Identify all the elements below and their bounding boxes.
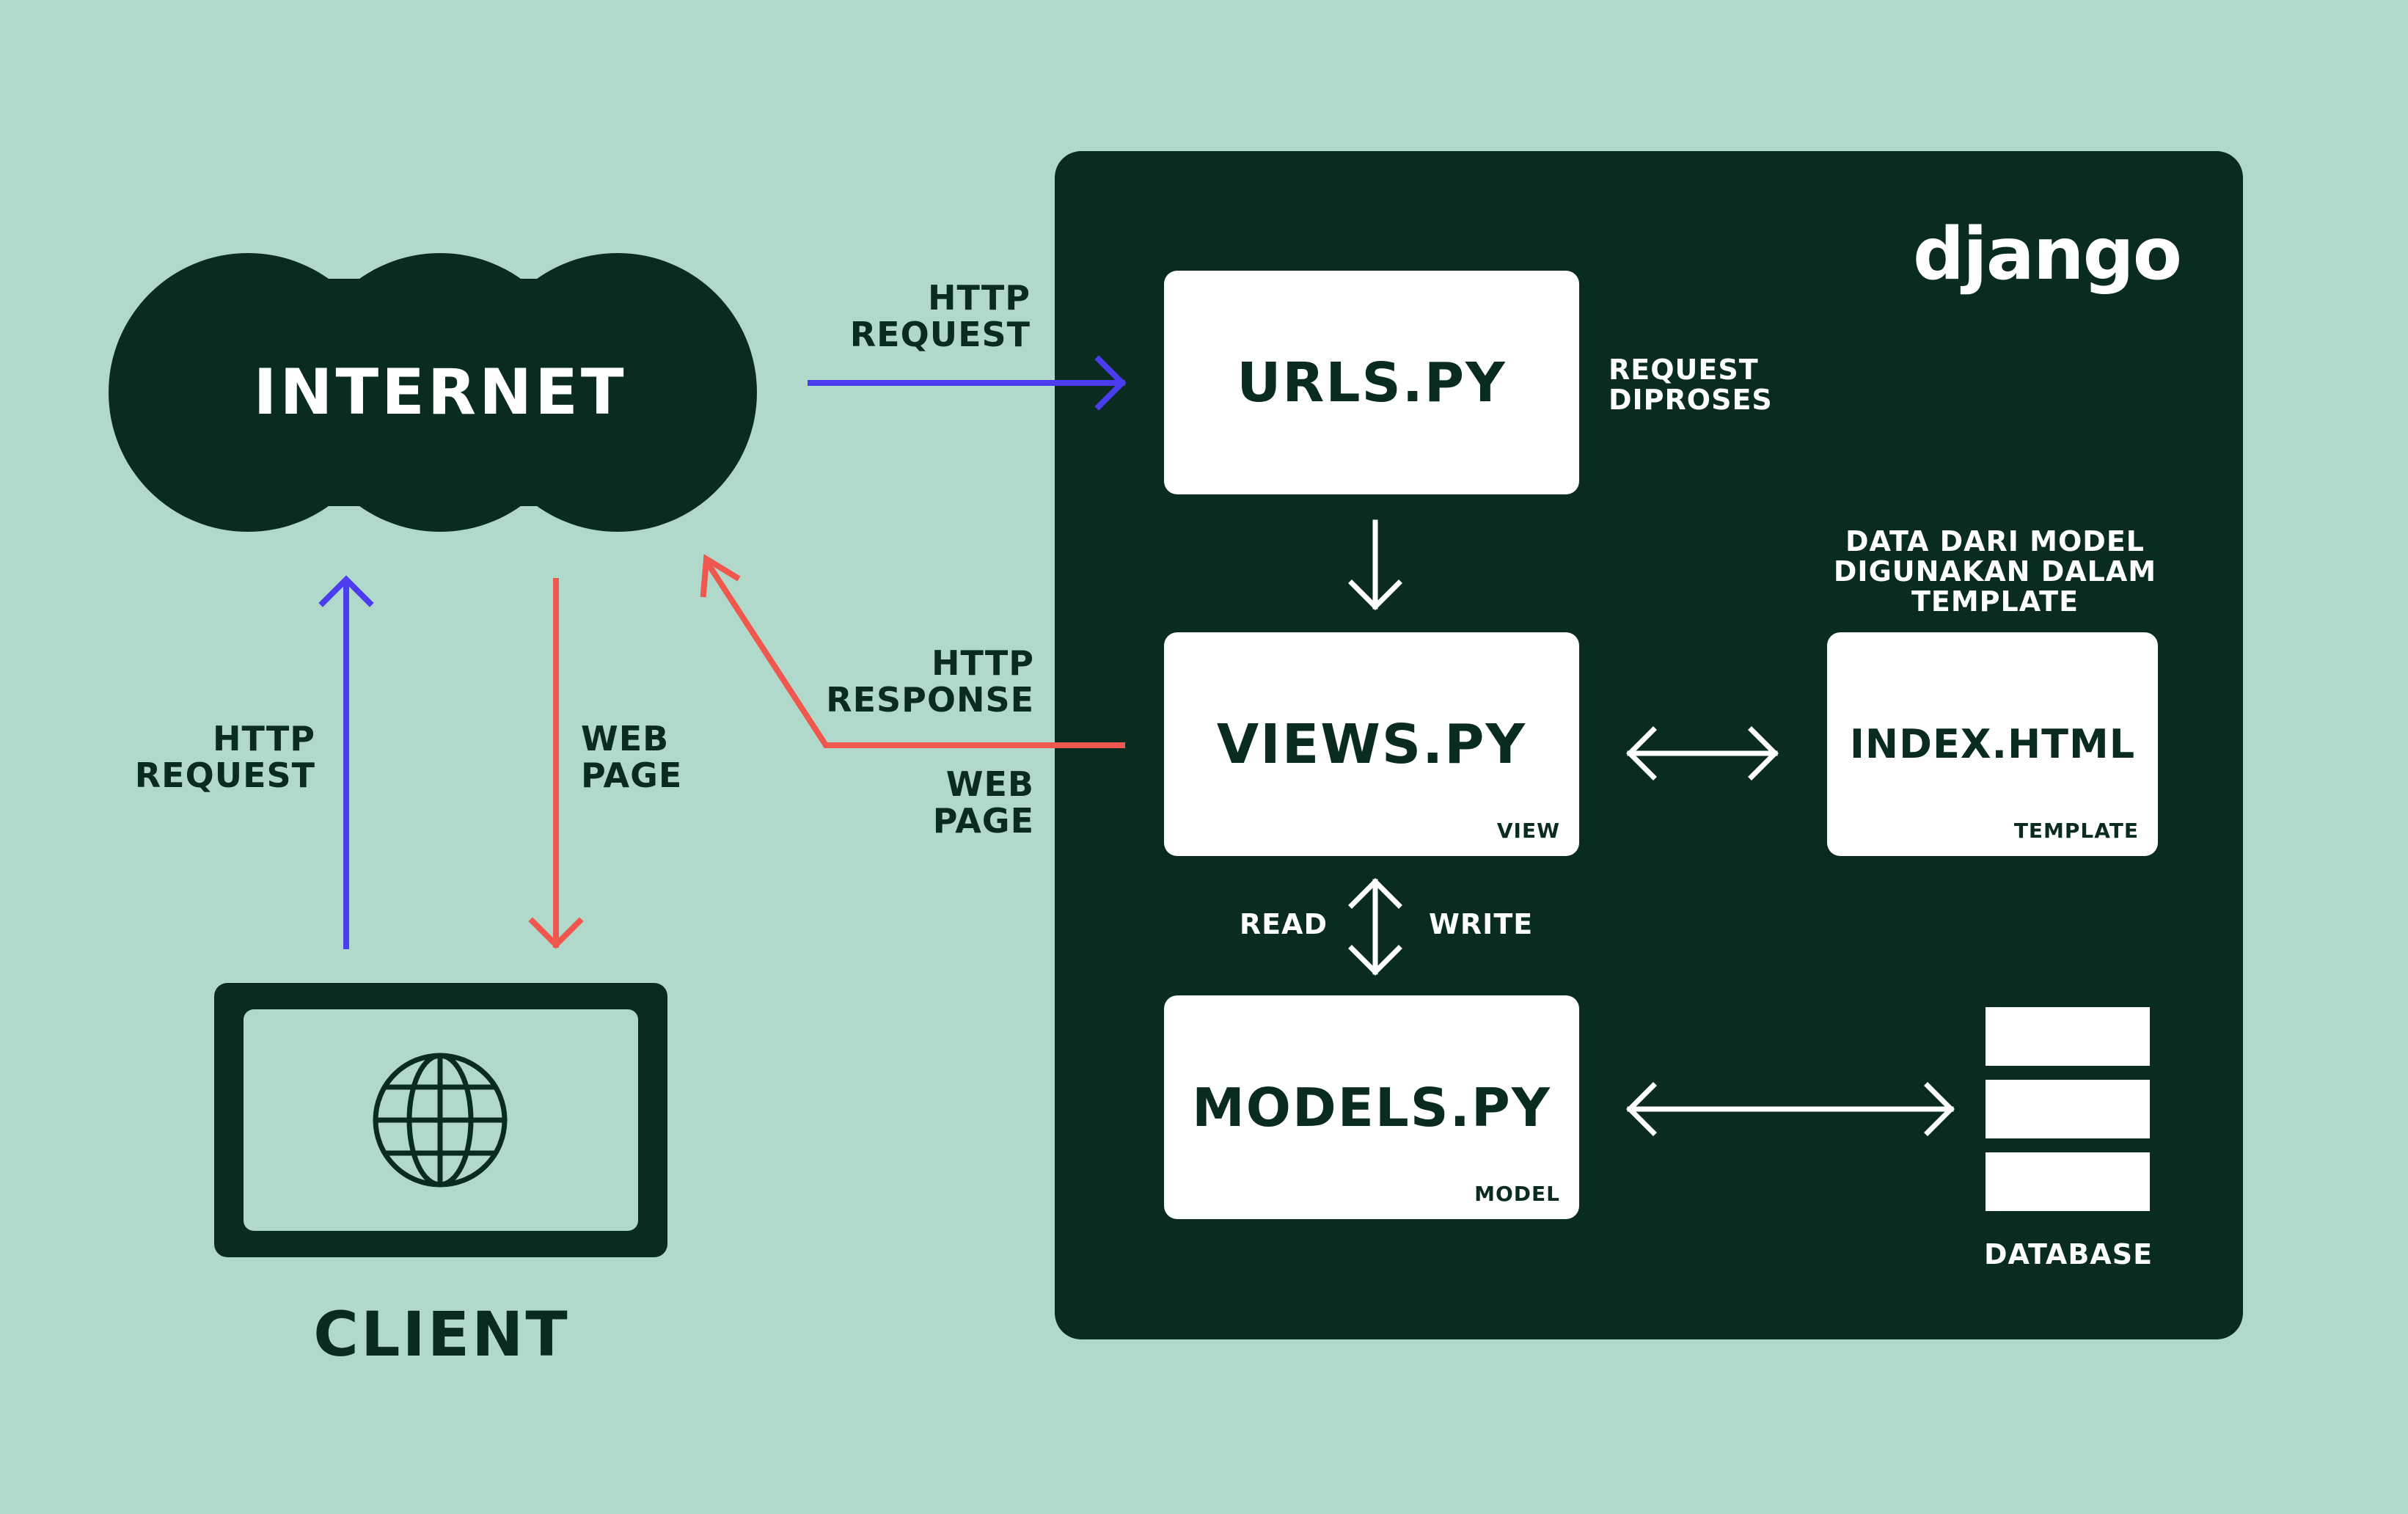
web-page-left-line1: WEB (581, 719, 670, 758)
index-card-label: INDEX.HTML (1849, 721, 2136, 767)
web-page-mid-line2: PAGE (932, 800, 1034, 841)
index-card: INDEX.HTML TEMPLATE (1827, 632, 2158, 856)
http-request-top-line1: HTTP (927, 278, 1031, 318)
models-card: MODELS.PY MODEL (1164, 995, 1579, 1219)
web-page-mid-line1: WEB (945, 764, 1034, 804)
arrow-models-database (1626, 1082, 1955, 1136)
internet-label: INTERNET (253, 356, 627, 429)
arrow-views-index (1626, 726, 1779, 780)
http-response-line2: RESPONSE (826, 679, 1034, 720)
data-dari-model-label: DATA DARI MODEL DIGUNAKAN DALAM TEMPLATE (1812, 525, 2178, 618)
request-diproses-line1: REQUEST (1609, 354, 1759, 386)
http-response-line1: HTTP (931, 643, 1034, 683)
urls-card-label: URLS.PY (1237, 351, 1507, 414)
views-card-label: VIEWS.PY (1216, 712, 1527, 776)
http-response-label: HTTP RESPONSE (792, 643, 1034, 720)
data-dari-model-line2: DIGUNAKAN DALAM (1833, 555, 2157, 588)
views-card-tag: VIEW (1496, 819, 1560, 843)
urls-card: URLS.PY (1164, 271, 1579, 494)
arrow-internet-to-urls (808, 355, 1127, 411)
write-label: WRITE (1429, 908, 1534, 940)
http-request-top-line2: REQUEST (849, 314, 1031, 354)
django-logo: django (1913, 213, 2182, 296)
read-label: READ (1239, 908, 1328, 940)
arrow-views-models (1348, 878, 1402, 976)
data-dari-model-line3: TEMPLATE (1911, 585, 2079, 618)
request-diproses-line2: DIPROSES (1609, 384, 1773, 417)
arrow-client-to-internet (318, 575, 374, 949)
database-slab-1 (1986, 1007, 2150, 1066)
models-card-tag: MODEL (1474, 1182, 1560, 1206)
models-card-label: MODELS.PY (1192, 1076, 1551, 1138)
http-request-left-label: HTTP REQUEST (125, 719, 315, 795)
arrow-urls-to-views (1348, 519, 1402, 610)
globe-icon (373, 1053, 508, 1188)
web-page-mid-label: WEB PAGE (843, 764, 1034, 841)
data-dari-model-line1: DATA DARI MODEL (1845, 525, 2145, 557)
client-label: CLIENT (313, 1298, 570, 1370)
web-page-left-label: WEB PAGE (581, 719, 728, 795)
database-slab-2 (1986, 1080, 2150, 1138)
web-page-left-line2: PAGE (581, 755, 683, 795)
database-slab-3 (1986, 1152, 2150, 1211)
http-request-left-line2: REQUEST (134, 755, 315, 795)
views-card: VIEWS.PY VIEW (1164, 632, 1579, 856)
http-request-left-line1: HTTP (212, 719, 315, 758)
database-label: DATABASE (1983, 1238, 2153, 1270)
arrow-internet-to-client (528, 578, 584, 949)
index-card-tag: TEMPLATE (2013, 819, 2139, 843)
http-request-top-label: HTTP REQUEST (807, 278, 1031, 354)
request-diproses-label: REQUEST DIPROSES (1609, 354, 1829, 417)
database-icon (1986, 1007, 2150, 1211)
arrow-views-to-internet (700, 554, 1125, 748)
